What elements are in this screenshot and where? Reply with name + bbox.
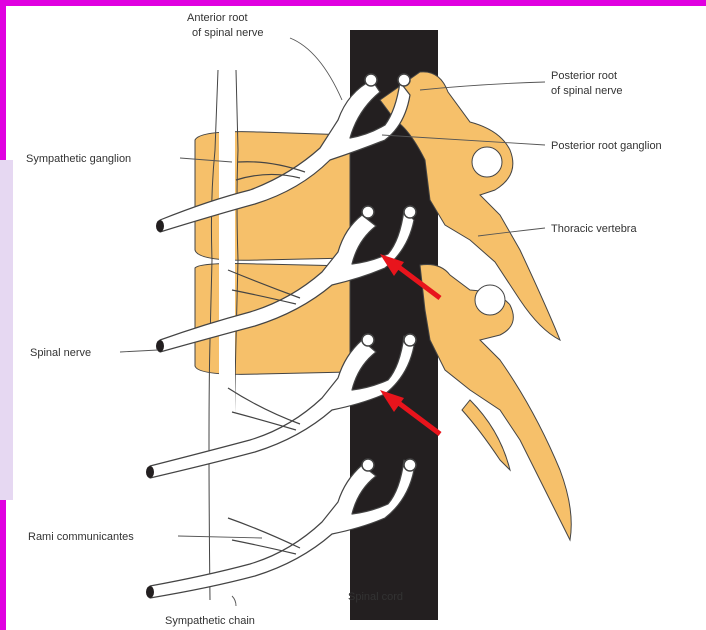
- label-anterior-root-2: of spinal nerve: [192, 27, 264, 39]
- nerve-ends: [146, 220, 164, 598]
- vertebra-foramen-upper: [472, 147, 502, 177]
- label-anterior-root-1: Anterior root: [187, 12, 248, 24]
- label-rami-communicantes: Rami communicantes: [28, 531, 134, 543]
- label-spinal-nerve: Spinal nerve: [30, 347, 91, 359]
- label-spinal-cord: Spinal cord: [348, 591, 403, 603]
- label-sympathetic-ganglion: Sympathetic ganglion: [26, 153, 131, 165]
- label-posterior-root-ganglion: Posterior root ganglion: [551, 140, 662, 152]
- vertebra-foramen-lower: [475, 285, 505, 315]
- label-sympathetic-chain: Sympathetic chain: [165, 615, 255, 627]
- label-posterior-root-2: of spinal nerve: [551, 85, 623, 97]
- label-posterior-root-1: Posterior root: [551, 70, 617, 82]
- label-thoracic-vertebra: Thoracic vertebra: [551, 223, 637, 235]
- vertebral-bodies: [195, 132, 350, 375]
